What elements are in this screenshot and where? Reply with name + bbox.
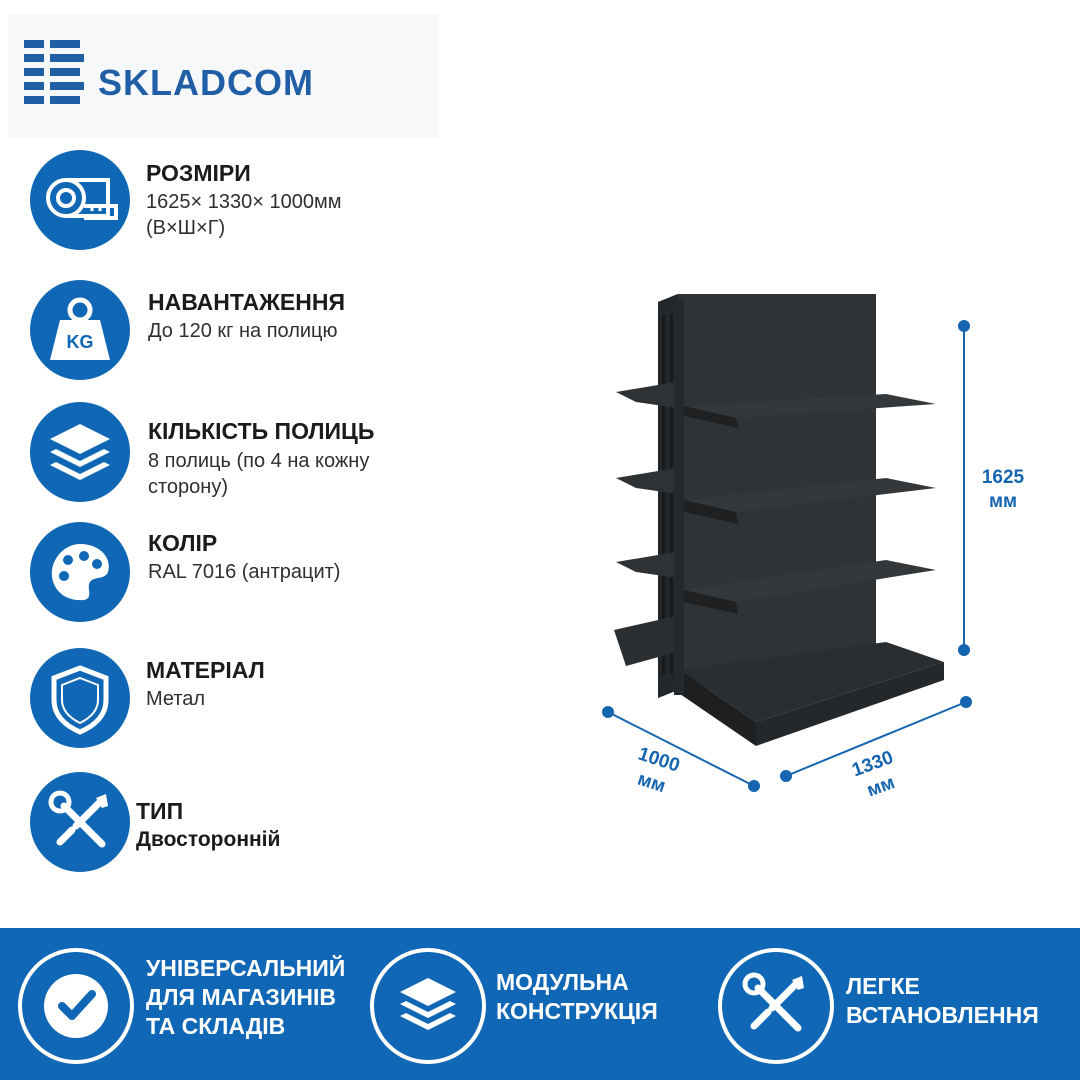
dimension-lines [602, 320, 972, 792]
palette-icon [30, 522, 130, 622]
tape-measure-icon [30, 150, 130, 250]
spec-value-type: Двосторонній [136, 828, 281, 851]
benefit-text-easy-install: ЛЕГКЕ ВСТАНОВЛЕННЯ [846, 973, 1039, 1028]
spec-title-type: ТИП [136, 798, 184, 824]
brand-name: SKLADCOM [98, 62, 314, 103]
spec-value-material: Метал [146, 688, 206, 710]
spec-value-load: До 120 кг на полицю [148, 320, 338, 342]
weight-kg-icon: KG [30, 280, 130, 380]
spec-title-material: МАТЕРІАЛ [146, 657, 265, 683]
benefit-text-universal: УНІВЕРСАЛЬНИЙ ДЛЯ МАГАЗИНІВ ТА СКЛАДІВ [146, 955, 346, 1039]
svg-text:KG: KG [67, 332, 94, 352]
spec-value-color: RAL 7016 (антрацит) [148, 561, 341, 583]
logo-mark-icon [24, 40, 84, 104]
checkmark-icon [18, 948, 134, 1064]
spec-title-shelves: КІЛЬКІСТЬ ПОЛИЦЬ [148, 418, 375, 444]
layers-icon [30, 402, 130, 502]
spec-value-dimensions: 1625× 1330× 1000мм (В×Ш×Г) [146, 191, 342, 239]
benefit-text-modular: МОДУЛЬНА КОНСТРУКЦІЯ [496, 969, 658, 1024]
spec-value-shelves: 8 полиць (по 4 на кожну сторону) [148, 450, 370, 498]
shield-icon [30, 648, 130, 748]
shelving-unit-image [614, 294, 944, 746]
tools-icon [718, 948, 834, 1064]
spec-title-load: НАВАНТАЖЕННЯ [148, 289, 345, 315]
spec-title-color: КОЛІР [148, 530, 218, 556]
tools-icon [30, 772, 130, 872]
spec-title-dimensions: РОЗМІРИ [146, 160, 251, 186]
benefits-banner: УНІВЕРСАЛЬНИЙ ДЛЯ МАГАЗИНІВ ТА СКЛАДІВ М… [0, 928, 1080, 1080]
brand-logo: SKLADCOM [8, 14, 438, 138]
height-dimension-label: 1625 мм [981, 467, 1025, 512]
layers-icon [370, 948, 486, 1064]
